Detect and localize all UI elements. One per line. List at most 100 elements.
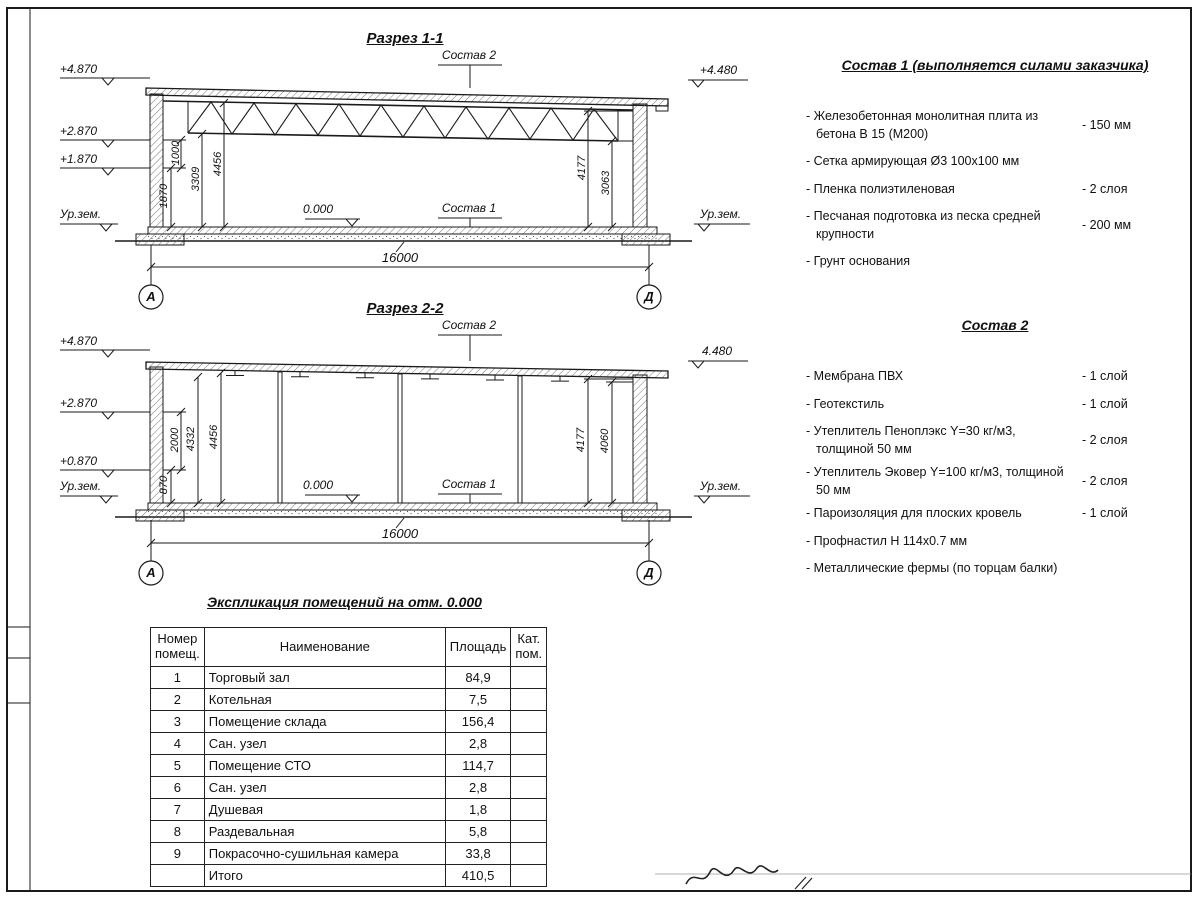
col-header-area: Площадь (444, 627, 512, 667)
material-text: - Сетка армирующая Ø3 100х100 мм (806, 154, 1020, 168)
room-number: 1 (150, 666, 205, 689)
material-value: - 150 мм (1082, 117, 1132, 132)
material-item: - Утеплитель Эковер Y=100 кг/м3, толщино… (806, 464, 1178, 499)
sostav1-title: Состав 1 (выполняется силами заказчика) (841, 57, 1149, 73)
sheet-frame (6, 7, 1192, 892)
material-text: - Грунт основания (806, 254, 911, 268)
col-header-name: Наименование (203, 627, 446, 667)
elevation-mark: +0.870 (60, 454, 98, 468)
sostav1-list: - Железобетонная монолитная плита из бет… (806, 108, 1178, 281)
overall-dim-label: 16000 (381, 250, 419, 265)
elevation-mark: +4.870 (60, 334, 98, 348)
ground-level-label: Ур.зем. (700, 207, 742, 221)
material-text: - Пленка полиэтиленовая (806, 181, 955, 196)
room-category (510, 842, 548, 865)
sostav2-list: - Мембрана ПВХ - 1 слой - Геотекстиль - … (806, 368, 1178, 588)
table-row: 9 Покрасочно-сушильная камера 33,8 (150, 842, 548, 865)
axis-bubble-label: Д (644, 565, 654, 580)
room-category (510, 754, 548, 777)
material-text: - Геотекстиль (806, 396, 885, 411)
material-value: - 1 слой (1082, 369, 1128, 383)
sostav2-title: Состав 2 (961, 317, 1029, 333)
material-item: - Геотекстиль - 1 слой (806, 396, 1178, 414)
room-category (510, 864, 548, 887)
room-number (150, 864, 205, 887)
table-row: 1 Торговый зал 84,9 (150, 666, 548, 689)
material-value: - 1 слой (1082, 396, 1128, 411)
room-name: Торговый зал (203, 666, 446, 689)
table-row: 8 Раздевальная 5,8 (150, 820, 548, 843)
section1-drawing (60, 64, 750, 310)
dim-label: 3063 (600, 170, 612, 196)
room-area: 2,8 (444, 776, 512, 799)
room-number: 8 (150, 820, 205, 843)
room-table-title: Экспликация помещений на отм. 0.000 (207, 594, 482, 610)
elevation-mark: +1.870 (60, 152, 98, 166)
material-item: - Мембрана ПВХ - 1 слой (806, 368, 1178, 386)
room-name: Сан. узел (203, 776, 446, 799)
table-header-row: Номер помещ. Наименование Площадь Кат. п… (150, 627, 548, 667)
material-item: - Пароизоляция для плоских кровель - 1 с… (806, 505, 1178, 523)
table-row: 6 Сан. узел 2,8 (150, 776, 548, 799)
col-header-category: Кат. пом. (510, 627, 548, 667)
room-name: Покрасочно-сушильная камера (203, 842, 446, 865)
dim-label: 1870 (158, 183, 170, 209)
material-text: - Мембрана ПВХ (806, 369, 904, 383)
axis-bubble-label: А (146, 289, 156, 304)
dim-label: 4456 (212, 151, 224, 177)
room-name: Помещение СТО (203, 754, 446, 777)
table-total-row: Итого 410,5 (150, 864, 548, 887)
material-text: - Пароизоляция для плоских кровель (806, 506, 1022, 520)
ground-level-label: Ур.зем. (60, 479, 102, 493)
table-row: 5 Помещение СТО 114,7 (150, 754, 548, 777)
material-text: - Утеплитель Эковер Y=100 кг/м3, толщино… (806, 465, 1064, 497)
room-area: 114,7 (444, 754, 512, 777)
room-number: 4 (150, 732, 205, 755)
dim-label: 2000 (169, 427, 181, 453)
room-area: 7,5 (444, 688, 512, 711)
room-name: Раздевальная (203, 820, 446, 843)
elevation-mark: +2.870 (60, 124, 98, 138)
dim-label: 4177 (575, 427, 587, 453)
dim-label: 1000 (170, 140, 182, 166)
dim-label: 4456 (208, 424, 220, 450)
material-text: - Профнастил Н 114х0.7 мм (806, 533, 968, 548)
room-category (510, 798, 548, 821)
room-category (510, 776, 548, 799)
room-category (510, 688, 548, 711)
room-number: 9 (150, 842, 205, 865)
room-area: 33,8 (444, 842, 512, 865)
dim-label: 4332 (185, 426, 197, 452)
total-label: Итого (203, 864, 446, 887)
section2-callout-roof: Состав 2 (441, 318, 497, 332)
room-area: 1,8 (444, 798, 512, 821)
section1-callout-roof: Состав 2 (441, 48, 497, 62)
ground-level-label: Ур.зем. (60, 207, 102, 221)
material-text: - Металлические фермы (по торцам балки) (806, 561, 1058, 575)
material-item: - Песчаная подготовка из песка средней к… (806, 208, 1178, 243)
material-item: - Железобетонная монолитная плита из бет… (806, 108, 1178, 143)
room-category (510, 710, 548, 733)
material-text: - Утеплитель Пеноплэкс Y=30 кг/м3, толщи… (806, 424, 1016, 456)
elevation-mark: +4.870 (60, 62, 98, 76)
zero-level-label: 0.000 (303, 202, 334, 216)
material-value: - 2 слоя (1082, 432, 1128, 447)
material-value: - 2 слоя (1082, 473, 1128, 488)
elevation-mark: +4.480 (700, 63, 738, 77)
room-number: 5 (150, 754, 205, 777)
room-schedule-table: Номер помещ. Наименование Площадь Кат. п… (150, 627, 548, 887)
section2-drawing (60, 334, 750, 586)
total-area: 410,5 (444, 864, 512, 887)
room-category (510, 732, 548, 755)
table-row: 3 Помещение склада 156,4 (150, 710, 548, 733)
room-area: 84,9 (444, 666, 512, 689)
material-value: - 2 слоя (1082, 181, 1128, 196)
room-number: 2 (150, 688, 205, 711)
table-row: 4 Сан. узел 2,8 (150, 732, 548, 755)
material-text: - Железобетонная монолитная плита из бет… (806, 109, 1039, 141)
room-number: 3 (150, 710, 205, 733)
overall-dim-label: 16000 (381, 526, 419, 541)
material-item: - Грунт основания (806, 253, 1178, 271)
material-value: - 200 мм (1082, 217, 1132, 232)
